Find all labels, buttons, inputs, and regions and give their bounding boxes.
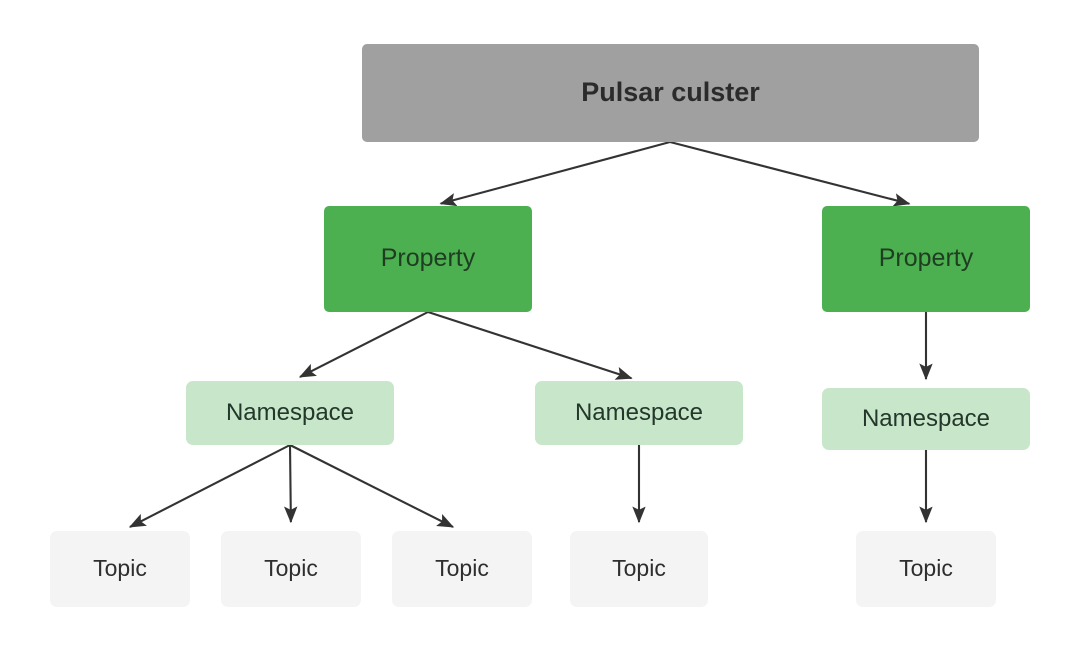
node-label: Namespace [574, 398, 704, 426]
edge-namespace-1-to-topic-1 [128, 444, 291, 528]
node-label: Property [878, 244, 974, 273]
node-property-left[interactable]: Property [324, 206, 532, 312]
node-label: Topic [435, 555, 489, 582]
node-label: Property [380, 244, 476, 273]
node-label: Topic [899, 555, 953, 582]
edge-root-to-property-2 [669, 140, 911, 207]
node-label: Namespace [225, 398, 355, 426]
node-namespace-middle[interactable]: Namespace [535, 381, 743, 445]
node-pulsar-cluster[interactable]: Pulsar culster [362, 44, 979, 142]
node-topic-5[interactable]: Topic [856, 531, 996, 607]
edge-namespace-1-to-topic-3 [289, 444, 455, 528]
edge-root-to-property-1 [439, 140, 671, 207]
node-label: Topic [612, 555, 666, 582]
edge-property-1-to-namespace-1 [298, 311, 429, 378]
node-namespace-left[interactable]: Namespace [186, 381, 394, 445]
node-topic-4[interactable]: Topic [570, 531, 708, 607]
node-topic-2[interactable]: Topic [221, 531, 361, 607]
edge-namespace-1-to-topic-2 [283, 444, 298, 524]
edge-property-1-to-namespace-2 [427, 311, 633, 380]
node-topic-1[interactable]: Topic [50, 531, 190, 607]
node-namespace-right[interactable]: Namespace [822, 388, 1030, 450]
node-property-right[interactable]: Property [822, 206, 1030, 312]
node-topic-3[interactable]: Topic [392, 531, 532, 607]
node-label: Pulsar culster [581, 77, 760, 108]
node-label: Topic [93, 555, 147, 582]
node-label: Namespace [861, 404, 991, 432]
node-label: Topic [264, 555, 318, 582]
